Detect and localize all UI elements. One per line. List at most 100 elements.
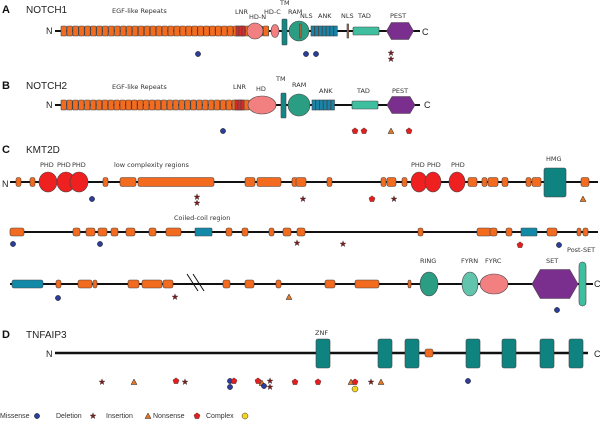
low-complexity-block xyxy=(72,227,81,237)
phd-domain xyxy=(69,171,89,193)
low-complexity-block xyxy=(55,279,62,289)
label-ram-a: RAM xyxy=(288,8,302,16)
znf-domain xyxy=(501,338,517,369)
legend: Missense Deletion Insertion Nonsense Com… xyxy=(0,412,249,420)
low-complexity-block xyxy=(102,177,109,187)
label-tm-a: TM xyxy=(279,0,290,7)
label-ank-a: ANK xyxy=(318,12,332,20)
low-complexity-block xyxy=(476,227,492,237)
gene-name-notch2: NOTCH2 xyxy=(26,81,68,92)
ank-repeat xyxy=(326,99,332,111)
low-complexity-block xyxy=(407,279,412,289)
egf-repeat xyxy=(197,25,204,37)
lnr-repeat xyxy=(238,25,243,37)
c-terminus-a: C xyxy=(422,27,429,37)
mutation-marker xyxy=(368,195,376,202)
label-nls1-a: NLS xyxy=(300,12,313,20)
egf-repeat xyxy=(96,25,103,37)
mutation-marker xyxy=(465,378,471,384)
low-complexity-block xyxy=(137,177,215,187)
egf-repeat xyxy=(173,25,180,37)
coiled-coil-region xyxy=(11,279,44,289)
egf-repeat xyxy=(161,99,167,111)
egf-repeat xyxy=(185,25,192,37)
low-complexity-block xyxy=(417,227,424,237)
c-terminus-c: C xyxy=(594,279,600,289)
mutation-marker xyxy=(351,385,359,393)
low-complexity-block xyxy=(505,227,513,237)
ring-domain xyxy=(419,271,439,297)
low-complexity-block xyxy=(85,227,96,237)
mutation-marker xyxy=(266,383,274,390)
label-ring: RING xyxy=(420,257,436,265)
orange-domain xyxy=(424,348,434,358)
coiled-coil-region xyxy=(194,227,213,237)
egf-repeat xyxy=(203,25,210,37)
egf-repeat xyxy=(102,25,109,37)
egf-repeat xyxy=(60,99,67,111)
legend-label-nonsense: Nonsense xyxy=(153,413,185,420)
znf-domain xyxy=(539,338,555,369)
legend-marks xyxy=(34,412,249,420)
egf-repeat xyxy=(155,25,162,37)
low-complexity-block xyxy=(487,177,499,187)
pest-domain xyxy=(386,22,414,40)
break-mark xyxy=(186,273,199,292)
mutation-marker xyxy=(303,51,309,57)
label-egf-repeats-a: EGF-like Repeats xyxy=(112,7,167,15)
label-tad-b: TAD xyxy=(356,87,370,95)
lnr-repeat xyxy=(234,99,239,111)
label-pest-b: PEST xyxy=(392,87,408,95)
panel-letter-c: C xyxy=(2,144,10,156)
egf-repeat xyxy=(144,25,151,37)
label-hd-n-a: HD-N xyxy=(249,13,266,21)
fyrn-domain xyxy=(461,271,479,297)
egf-repeat xyxy=(78,99,85,111)
low-complexity-block xyxy=(326,177,333,187)
egf-repeat xyxy=(131,99,138,111)
mutation-marker xyxy=(89,196,95,202)
panel-letter-b: B xyxy=(2,80,10,92)
phd-domain xyxy=(38,171,58,193)
mutation-marker xyxy=(261,383,267,389)
phd-domain xyxy=(448,171,466,193)
label-post-set: Post-SET xyxy=(567,246,595,254)
lnr-repeat xyxy=(241,25,246,37)
mutation-marker xyxy=(377,378,385,385)
panel-letter-a: A xyxy=(2,4,10,16)
phd-domain xyxy=(410,171,428,193)
n-terminus-d: N xyxy=(46,349,53,359)
nls-marker-2 xyxy=(346,23,349,39)
legend-marker-nonsense xyxy=(193,412,201,419)
mutation-marker xyxy=(230,377,238,384)
label-lnr-b: LNR xyxy=(233,83,246,91)
ank-repeat xyxy=(325,25,331,37)
label-egf-repeats-b: EGF-like Repeats xyxy=(112,83,167,91)
egf-repeat xyxy=(215,25,222,37)
ram-domain xyxy=(287,93,311,117)
low-complexity-block xyxy=(467,177,478,187)
low-complexity-block xyxy=(77,279,93,289)
egf-repeat xyxy=(90,25,97,37)
ank-repeat xyxy=(311,99,316,111)
egf-repeat xyxy=(132,25,139,37)
label-phd1-c: PHD xyxy=(40,161,54,169)
label-phd4-c: PHD xyxy=(411,161,425,169)
hd-domain xyxy=(247,95,277,115)
egf-repeat xyxy=(119,99,126,111)
egf-repeat xyxy=(149,25,156,37)
low-complexity-block xyxy=(97,227,108,237)
egf-repeat xyxy=(184,99,191,111)
mutation-marker xyxy=(351,127,359,134)
label-phd2-c: PHD xyxy=(57,161,71,169)
low-complexity-block xyxy=(125,227,136,237)
mutation-marker xyxy=(98,378,106,385)
low-complexity-block xyxy=(222,279,231,289)
mutation-marker xyxy=(387,49,395,56)
legend-label-complex: Complex xyxy=(206,413,234,420)
mutation-marker xyxy=(227,384,233,390)
mutation-marker xyxy=(405,127,413,134)
hmg-domain xyxy=(543,167,567,198)
tm-domain xyxy=(280,92,287,119)
mutation-marker xyxy=(390,195,398,202)
